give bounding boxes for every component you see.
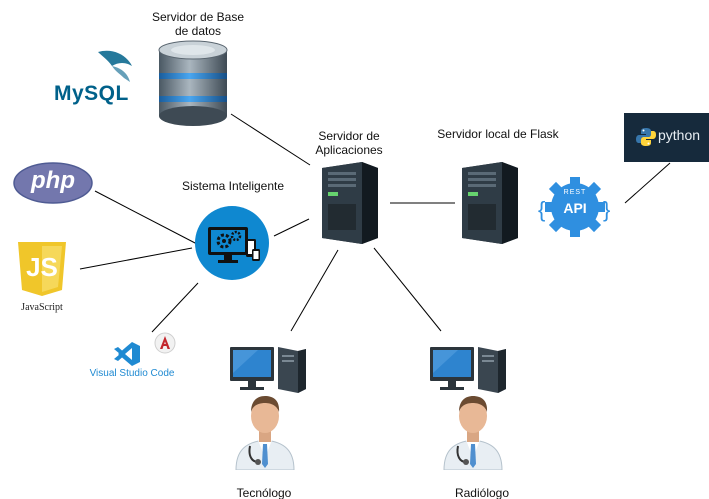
mysql-wordmark: MySQL [54, 82, 129, 105]
js-shield-icon [18, 242, 66, 296]
app-server-label: Servidor de Aplicaciones [315, 129, 383, 157]
technologist-avatar [232, 390, 298, 471]
js-badge-text: JS [26, 252, 58, 282]
desktop-computer-icon [230, 347, 306, 393]
gears-monitor-icon [195, 206, 269, 280]
intelligent-system [194, 205, 270, 281]
vscode-text: Visual Studio Code [89, 368, 175, 379]
database-server [157, 40, 229, 130]
php-text: php [31, 167, 75, 194]
link-js-system [79, 247, 193, 270]
rest-api-gear-icon: { } [538, 177, 610, 237]
svg-text:{: { [538, 197, 545, 222]
server-tower-icon [462, 162, 518, 244]
link-app-radiologist [373, 247, 442, 332]
svg-text:}: } [603, 197, 610, 222]
javascript-text: JavaScript [21, 302, 63, 313]
api-main-text: API [563, 200, 587, 216]
flask-server [458, 160, 520, 244]
radiologist-computer [428, 343, 510, 395]
python-text: python [658, 127, 701, 143]
link-vscode-system [151, 282, 199, 333]
server-tower-icon [322, 162, 378, 244]
link-php-system [94, 190, 198, 245]
mysql-logo: MySQL [52, 44, 144, 110]
db-server-label: Servidor de Base de datos [151, 10, 245, 38]
mysql-text: MySQL [54, 82, 129, 106]
python-icon [636, 128, 656, 146]
intelligent-system-label: Sistema Inteligente [181, 179, 285, 193]
rest-api: { } REST API [534, 175, 616, 239]
application-server [318, 160, 380, 244]
vscode-icon [114, 342, 140, 366]
link-system-app [273, 218, 310, 237]
link-api-python [624, 162, 671, 204]
database-icon [158, 40, 228, 126]
angular-icon [154, 332, 176, 354]
desktop-computer-icon [430, 347, 506, 393]
dolphin-icon [98, 50, 132, 82]
doctor-avatar-icon [443, 396, 503, 471]
link-db-app [230, 113, 311, 166]
php-logo: php [13, 162, 93, 204]
javascript-logo: JS JavaScript [10, 240, 74, 316]
flask-server-label: Servidor local de Flask [437, 127, 559, 141]
radiologist-label: Radiólogo [454, 486, 510, 499]
radiologist-avatar [440, 390, 506, 471]
technologist-computer [228, 343, 310, 395]
api-top-text: REST [563, 189, 587, 196]
php-badge-icon [13, 162, 93, 204]
link-app-technologist [290, 249, 339, 332]
doctor-avatar-icon [235, 396, 295, 471]
technologist-label: Tecnólogo [236, 486, 292, 499]
python-logo: python [624, 113, 709, 162]
vscode-logo: Visual Studio Code [82, 330, 182, 380]
